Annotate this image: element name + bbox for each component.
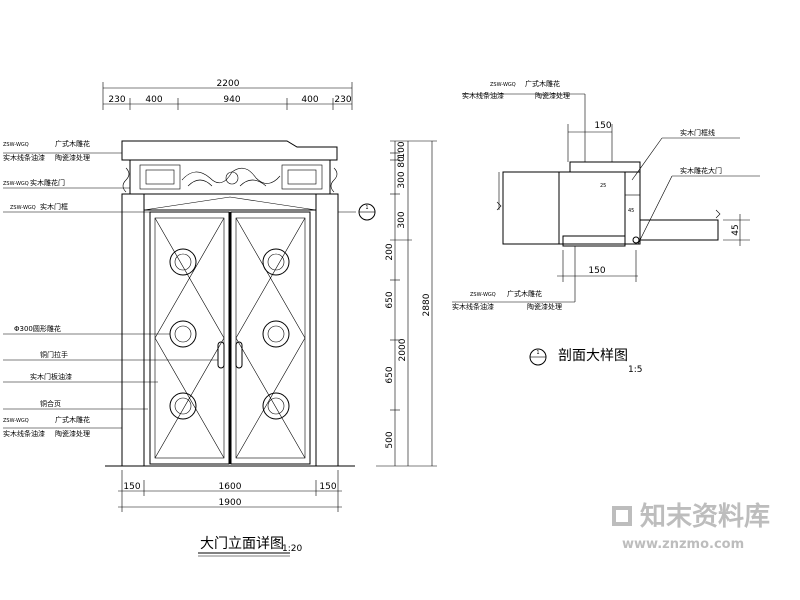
callout-code: ZSW-WGQ	[10, 205, 36, 211]
callout-text: 铜门拉手	[40, 350, 68, 359]
callout-carved-door: ZSW-WGQ 实木雕花门	[3, 178, 130, 189]
section-callout-carving-top: ZSW-WGQ 广式木雕花 实木线条油漆 陶瓷漆处理	[462, 79, 586, 162]
section-door-panel	[639, 209, 721, 241]
callout-sub2: 陶瓷漆处理	[55, 429, 90, 438]
top-total-dim: 2200	[217, 79, 240, 89]
callout-sub1: 实木线条油漆	[3, 153, 45, 162]
section-cut-number: 1	[365, 205, 368, 211]
top-dim-1: 230	[108, 95, 125, 105]
section-wall	[496, 171, 560, 245]
door-leaf-right	[230, 211, 311, 465]
top-dim-5: 230	[334, 95, 351, 105]
callout-door-frame: ZSW-WGQ 实木门框	[3, 202, 150, 213]
right-dim-6: 650	[385, 291, 395, 308]
callout-round-carving: Φ300圆形雕花	[3, 324, 170, 335]
section-top-dimension: 150	[567, 121, 613, 162]
callout-text: Φ300圆形雕花	[14, 324, 61, 333]
bottom-total-dim: 1900	[219, 498, 242, 508]
callout-code: ZSW-WGQ	[3, 181, 29, 187]
section-door-frame	[558, 161, 641, 247]
section-right-height: 45	[731, 224, 741, 235]
callout-text: 铜合页	[40, 399, 61, 408]
callout-text: 广式木雕花	[55, 139, 90, 148]
elevation-drawing: 2200 230 400 940 400 230	[3, 79, 437, 557]
section-title-block: 1 剖面大样图 1:5	[529, 348, 642, 375]
section-scale: 1:5	[628, 365, 642, 375]
top-dimension-chain: 2200 230 400 940 400 230	[102, 79, 353, 110]
cornice-band	[121, 140, 338, 161]
section-inner-dim-small: 45	[628, 208, 634, 214]
section-drawing: 150 25 45 45	[452, 79, 760, 375]
right-dim-5: 200	[385, 243, 395, 260]
callout-code: ZSW-WGQ	[3, 418, 29, 424]
section-cut-marker: 1	[338, 203, 376, 221]
section-callout-carving-bottom: ZSW-WGQ 广式木雕花 实木线条油漆 陶瓷漆处理	[452, 246, 576, 311]
callout-text: 实木门框线	[680, 128, 715, 137]
door-leaf-left	[149, 211, 230, 465]
right-dim-door-height: 2000	[398, 338, 408, 361]
right-dim-2: 80	[397, 156, 407, 168]
section-callout-frame-line: 实木门框线	[631, 128, 740, 181]
callout-sub2: 陶瓷漆处理	[527, 302, 562, 311]
callout-hinge: 铜合页	[3, 399, 148, 410]
callout-door-panel: 实木门板油漆	[3, 372, 158, 383]
section-top-width: 150	[594, 121, 611, 131]
callout-sub1: 实木线条油漆	[452, 302, 494, 311]
callout-text: 广式木雕花	[525, 79, 560, 88]
section-marker-number: 1	[536, 350, 539, 356]
right-dim-total: 2880	[422, 293, 432, 316]
callout-text: 实木门板油漆	[30, 372, 72, 381]
bottom-dim-3: 150	[319, 482, 336, 492]
bottom-dim-1: 150	[123, 482, 140, 492]
callout-text: 广式木雕花	[507, 289, 542, 298]
top-dim-3: 940	[223, 95, 240, 105]
section-bottom-dimension: 150	[557, 250, 638, 282]
elevation-callouts: ZSW-WGQ 广式木雕花 实木线条油漆 陶瓷漆处理 ZSW-WGQ 实木雕花门…	[3, 139, 218, 438]
bottom-dim-2: 1600	[219, 482, 242, 492]
watermark-logo-icon	[612, 506, 632, 526]
watermark-brand: 知末资料库	[640, 502, 770, 532]
callout-text: 实木雕花门	[30, 178, 65, 187]
section-inner-dim-mid: 25	[600, 183, 606, 189]
right-dim-4: 300	[397, 211, 407, 228]
callout-text: 广式木雕花	[55, 415, 90, 424]
callout-door-handle: 铜门拉手	[3, 350, 218, 361]
callout-text: 实木雕花大门	[680, 166, 722, 175]
callout-carving-top: ZSW-WGQ 广式木雕花 实木线条油漆 陶瓷漆处理	[3, 139, 122, 162]
callout-sub2: 陶瓷漆处理	[55, 153, 90, 162]
callout-code: ZSW-WGQ	[490, 82, 516, 88]
watermark-url: www.znzmo.com	[622, 537, 744, 552]
door-handles	[217, 212, 243, 464]
section-title: 剖面大样图	[558, 348, 628, 364]
elevation-title-block: 大门立面详图 1:20	[198, 536, 302, 557]
right-dim-1: 100	[397, 141, 407, 158]
callout-sub2: 陶瓷漆处理	[535, 91, 570, 100]
top-dim-4: 400	[301, 95, 318, 105]
carved-lintel	[122, 159, 338, 195]
section-callout-door: 实木雕花大门	[637, 166, 760, 245]
callout-sub1: 实木线条油漆	[462, 91, 504, 100]
callout-code: ZSW-WGQ	[3, 142, 29, 148]
top-dim-2: 400	[145, 95, 162, 105]
right-dim-3: 300	[397, 171, 407, 188]
right-dim-8: 500	[385, 431, 395, 448]
section-right-dimension: 45	[723, 214, 750, 246]
callout-sub1: 实木线条油漆	[3, 429, 45, 438]
bottom-dimension-chain: 150 1600 150 1900	[118, 470, 342, 512]
section-callouts: ZSW-WGQ 广式木雕花 实木线条油漆 陶瓷漆处理 实木门框线 实木雕花大门 …	[452, 79, 760, 311]
callout-text: 实木门框	[40, 202, 68, 211]
elevation-title: 大门立面详图	[200, 536, 284, 552]
callout-code: ZSW-WGQ	[470, 292, 496, 298]
right-dim-7: 650	[385, 366, 395, 383]
callout-carving-bottom: ZSW-WGQ 广式木雕花 实木线条油漆 陶瓷漆处理	[3, 415, 122, 438]
right-dimension-chain: 100 80 300 300 200 650 650 500 2000 2880	[376, 140, 437, 467]
door-frame	[105, 193, 355, 467]
section-bottom-width: 150	[588, 266, 605, 276]
elevation-scale: 1:20	[282, 544, 302, 554]
watermark: 知末资料库 www.znzmo.com	[612, 502, 770, 552]
